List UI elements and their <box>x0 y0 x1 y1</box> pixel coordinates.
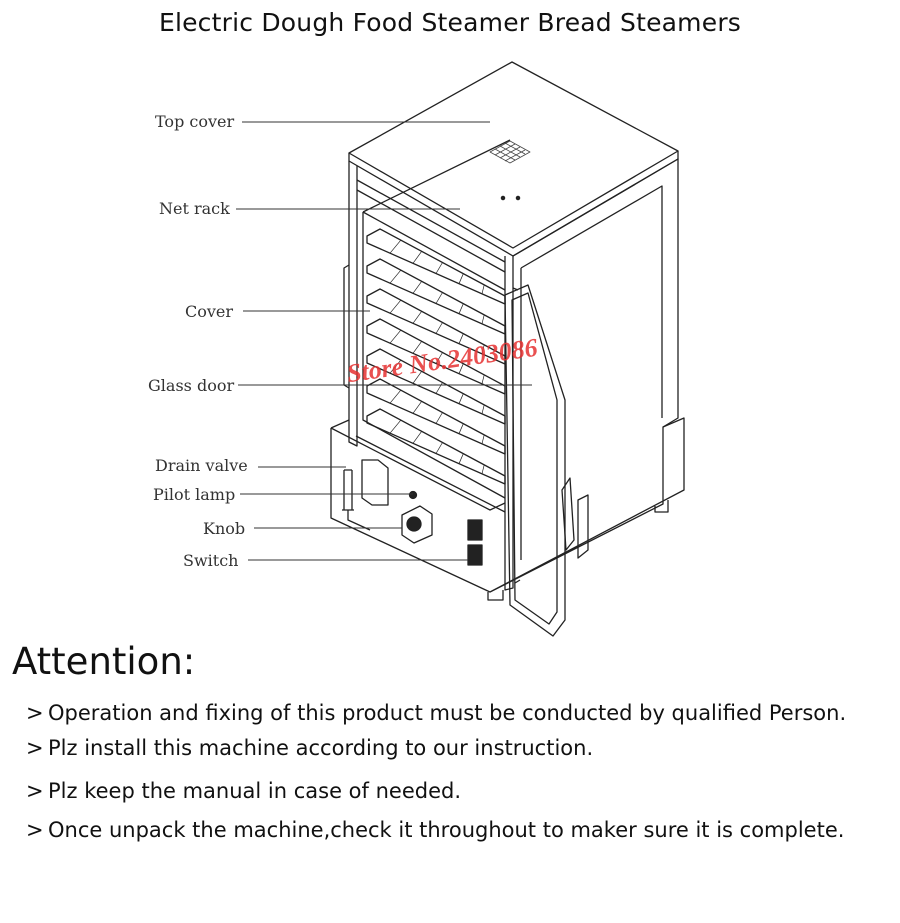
net-rack-shelf <box>366 348 506 425</box>
attention-item: > Once unpack the machine,check it throu… <box>26 815 886 846</box>
steamer-diagram: Top cover Net rack Cover Glass door Drai… <box>148 61 685 637</box>
callout-lines <box>236 121 532 561</box>
attention-item: > Operation and fixing of this product m… <box>26 698 886 729</box>
vent-grid <box>489 140 531 164</box>
bullet-marker: > <box>26 736 44 760</box>
attention-item-text: Plz install this machine according to ou… <box>48 736 594 760</box>
attention-item-text: Once unpack the machine,check it through… <box>48 818 845 842</box>
bullet-marker: > <box>26 818 44 842</box>
net-racks <box>366 228 506 485</box>
attention-list: > Operation and fixing of this product m… <box>26 698 886 846</box>
attention-item-text: Plz keep the manual in case of needed. <box>48 779 462 803</box>
net-rack-shelf <box>366 378 506 455</box>
net-rack-shelf <box>366 408 506 485</box>
label-net-rack: Net rack <box>159 199 230 218</box>
attention-item: > Plz install this machine according to … <box>26 733 886 764</box>
label-top-cover: Top cover <box>155 112 234 131</box>
bullet-marker: > <box>26 779 44 803</box>
bullet-marker: > <box>26 701 44 725</box>
attention-item: > Plz keep the manual in case of needed. <box>26 776 886 807</box>
net-rack-shelf <box>366 288 506 365</box>
net-rack-shelf <box>366 318 506 395</box>
callout-labels: Top cover Net rack Cover Glass door Drai… <box>148 112 248 570</box>
store-watermark: Store No.2403086 <box>345 333 539 388</box>
label-cover: Cover <box>185 302 233 321</box>
label-drain-valve: Drain valve <box>155 456 248 475</box>
steamer-body <box>330 61 685 637</box>
net-rack-shelf <box>366 228 506 305</box>
attention-heading: Attention: <box>12 640 196 683</box>
net-rack-shelf <box>366 258 506 335</box>
label-switch: Switch <box>183 551 238 570</box>
attention-item-text: Operation and fixing of this product mus… <box>48 701 847 725</box>
label-knob: Knob <box>203 519 245 538</box>
label-glass-door: Glass door <box>148 376 234 395</box>
label-pilot-lamp: Pilot lamp <box>153 485 235 504</box>
page-title: Electric Dough Food Steamer Bread Steame… <box>158 8 742 37</box>
